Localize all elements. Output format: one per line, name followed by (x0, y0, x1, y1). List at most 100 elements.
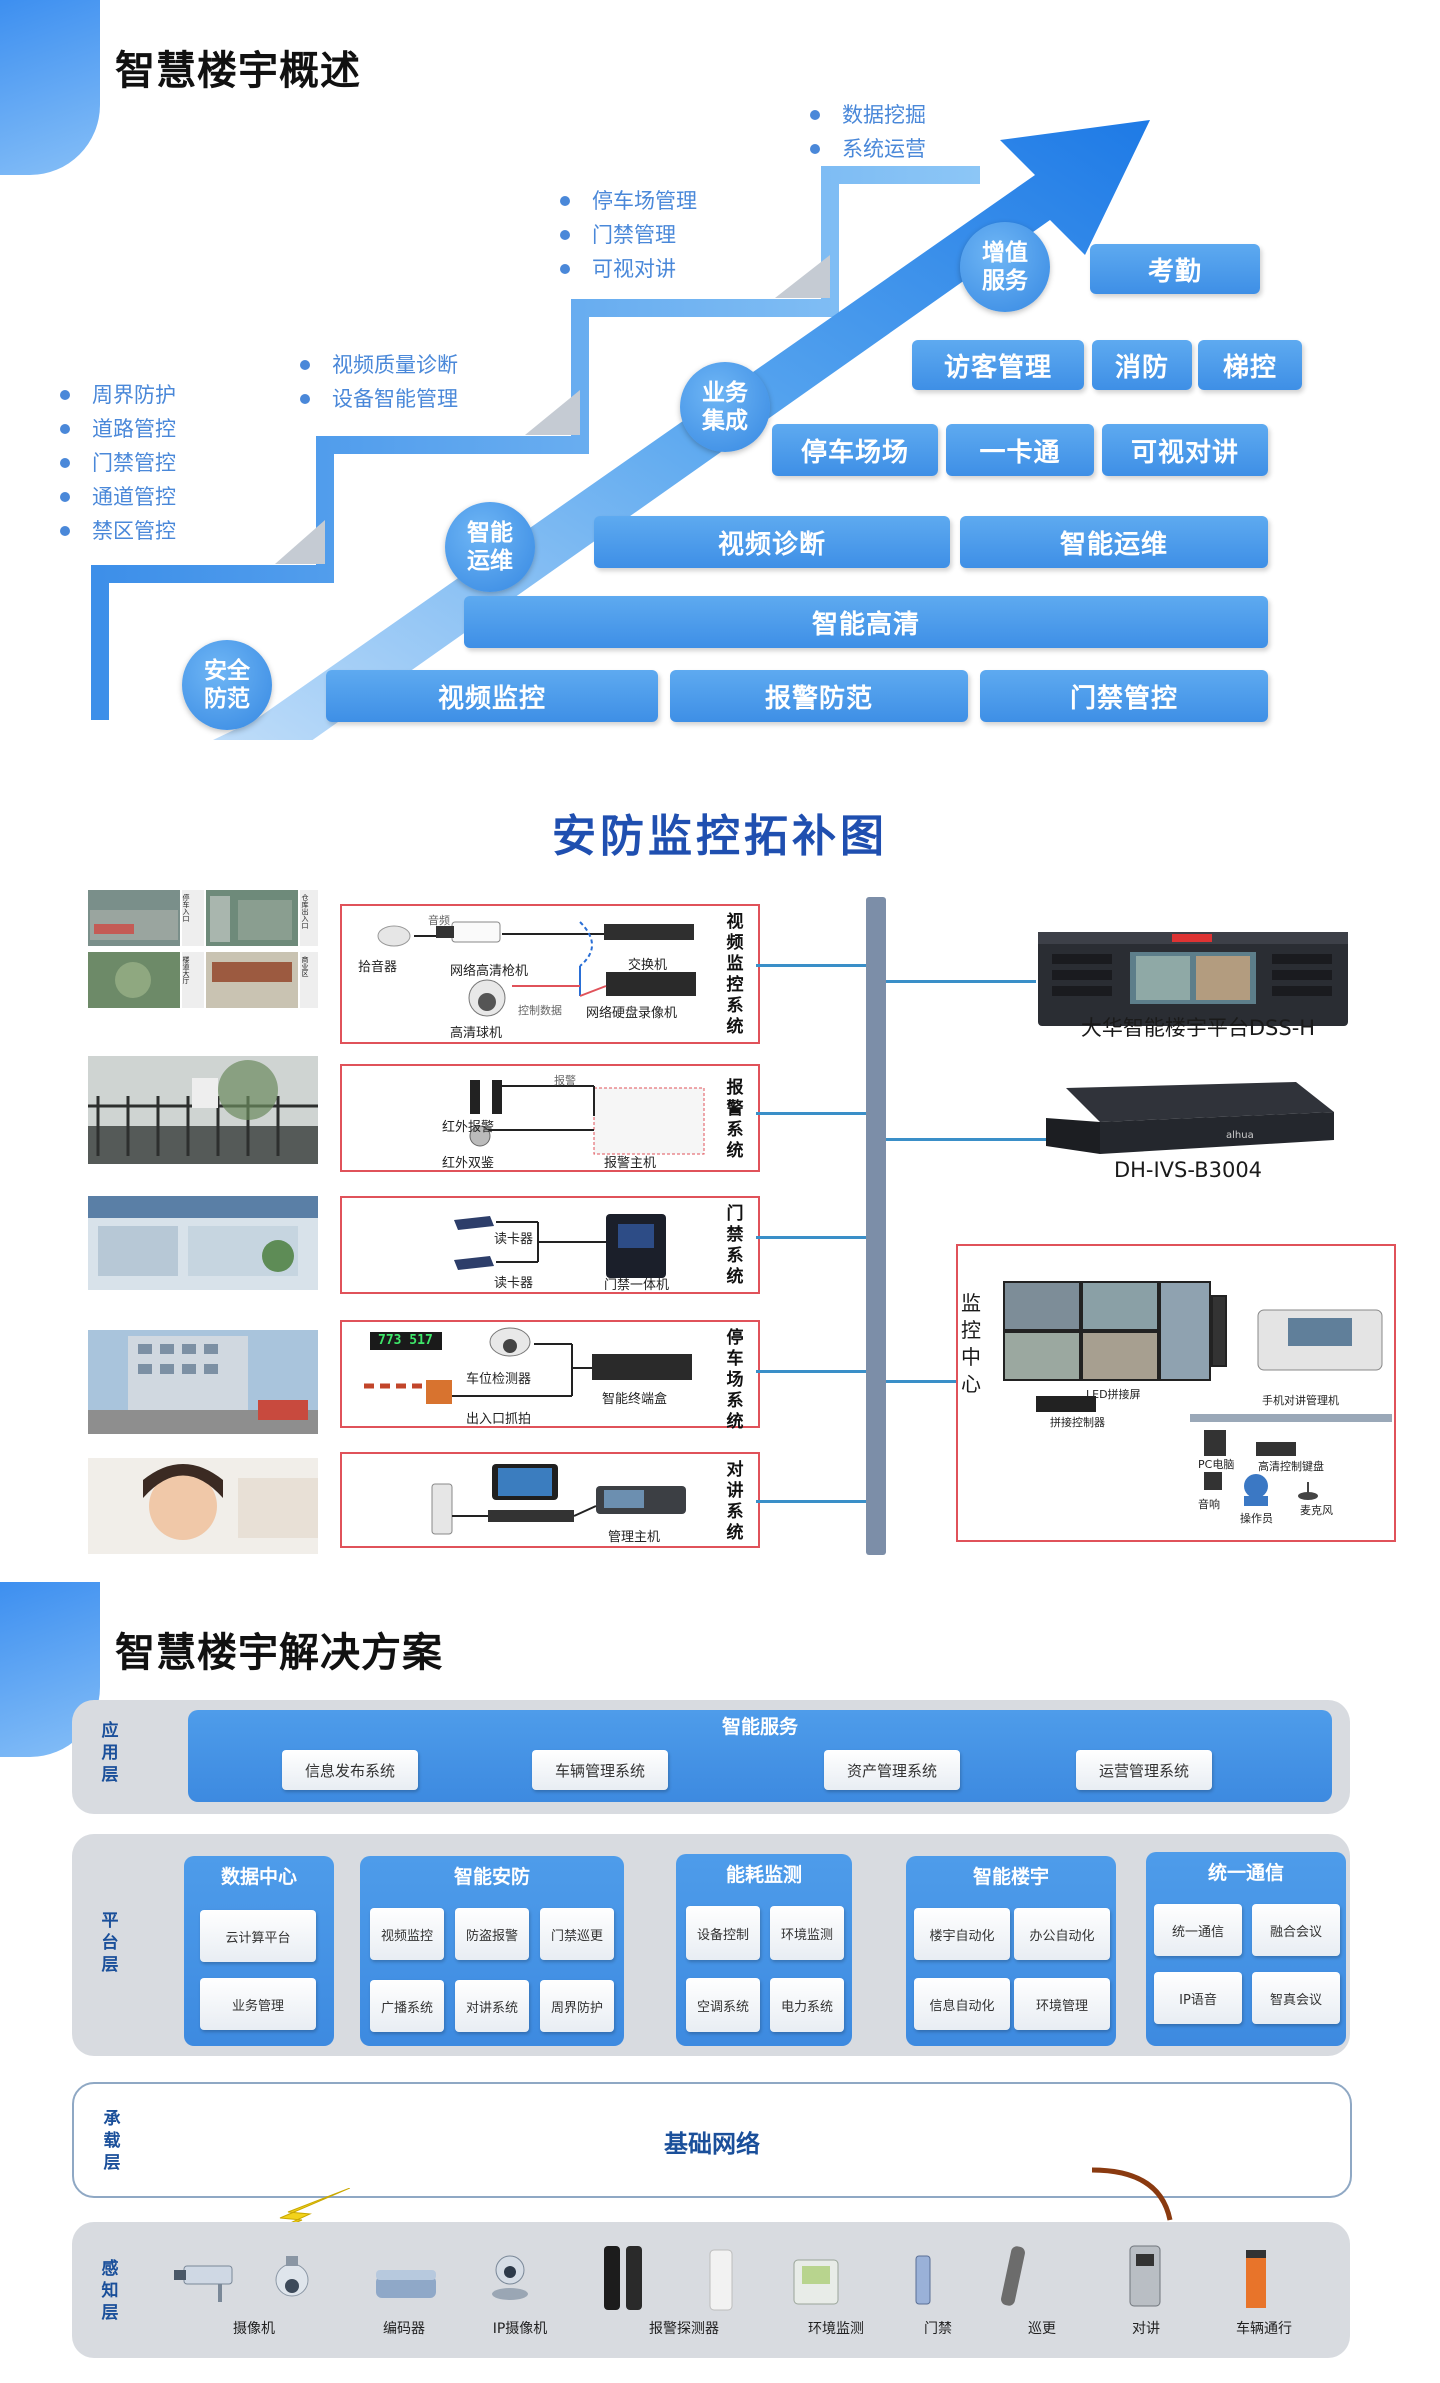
platform-chip: 统一通信 (1154, 1904, 1242, 1956)
platform-chip: 设备控制 (686, 1906, 760, 1960)
app-item-chip: 运营管理系统 (1076, 1750, 1212, 1790)
bar-video-surveillance: 视频监控 (326, 670, 658, 722)
layer-label: 感知层 (101, 2259, 119, 2323)
device-label: 报警主机 (604, 1156, 657, 1171)
layer-label: 承载层 (103, 2109, 121, 2173)
connector (756, 1112, 866, 1115)
device-label: 管理主机 (608, 1530, 661, 1545)
platform-chip: 门禁巡更 (540, 1908, 614, 1960)
bullet-item: 视频质量诊断 (300, 348, 458, 382)
device-label: 车位检测器 (466, 1372, 532, 1387)
control-device-label: 手机对讲管理机 (1262, 1394, 1339, 1407)
platform-group-smart-building: 智能楼宇 楼宇自动化 办公自动化 信息自动化 环境管理 (906, 1856, 1116, 2046)
connector (756, 1236, 866, 1239)
platform-layer: 平台层 数据中心 云计算平台 业务管理 智能安防 视频监控 防盗报警 门禁巡更 … (72, 1834, 1350, 2056)
device-label: 出入口抓拍 (466, 1412, 532, 1427)
parking-system-box: 停车场系统 773 517 车位检测器 智能终端盒 出入口抓拍 (340, 1320, 760, 1432)
bullet-item: 可视对讲 (560, 252, 697, 286)
monitoring-center-label: 监控中心 (961, 1291, 981, 1396)
environment-monitor-icon (793, 2259, 839, 2305)
control-device-label: 操作员 (1240, 1512, 1273, 1525)
group-title: 智能安防 (453, 1866, 530, 1888)
platform-chip: IP语音 (1154, 1972, 1242, 2024)
platform-chip: 周界防护 (540, 1980, 614, 2032)
device-label: 控制数据 (518, 1004, 562, 1017)
platform-chip: 信息自动化 (914, 1978, 1010, 2030)
stage-circle-security: 安全防范 (182, 640, 272, 730)
platform-chip: 融合会议 (1252, 1904, 1340, 1956)
photo-tag: 楼道大厅 (182, 956, 190, 984)
alarm-detector-icon (604, 2246, 733, 2311)
bar-video-diagnosis: 视频诊断 (594, 516, 950, 568)
control-device-label: LED拼接屏 (1086, 1388, 1141, 1401)
bullet-item: 门禁管控 (60, 446, 176, 480)
bullets-maintenance: 视频质量诊断 设备智能管理 (300, 348, 458, 416)
encoder-icon (376, 2270, 436, 2298)
parking-devices-graphic (364, 1327, 692, 1404)
control-device-label: 音响 (1198, 1498, 1220, 1511)
platform-chip: 楼宇自动化 (914, 1908, 1010, 1960)
platform-group-data-center: 数据中心 云计算平台 业务管理 (184, 1856, 334, 2046)
alarm-system-box: 报警系统 报警 红外报警 红外双鉴 报警主机 (340, 1064, 760, 1172)
device-label: 网络高清枪机 (450, 964, 529, 979)
connector (886, 1138, 1046, 1141)
connector (886, 1380, 956, 1383)
platform-chip: 对讲系统 (455, 1980, 529, 2032)
platform-chip: 业务管理 (200, 1978, 316, 2030)
sensing-devices-graphic (174, 2245, 1266, 2311)
platform-chip: 广播系统 (370, 1980, 444, 2032)
device-label: 红外双鉴 (442, 1156, 495, 1171)
panel-title: 智能服务 (721, 1716, 798, 1738)
layer-label: 平台层 (101, 1911, 119, 1975)
intercom-panel-icon (1129, 2245, 1161, 2307)
bullets-integration: 停车场管理 门禁管理 可视对讲 (560, 184, 697, 286)
lightning-bolt-icon (240, 2188, 350, 2247)
patrol-stick-icon (1001, 2246, 1025, 2306)
device-label: 红外报警 (442, 1120, 495, 1135)
bar-parking: 停车场场 (772, 424, 938, 476)
device-label: 读卡器 (494, 1276, 534, 1291)
system-label: 对讲系统 (726, 1460, 744, 1543)
photo-tag: 仓库出入口 (301, 894, 309, 929)
barrier-gate-icon (1246, 2250, 1266, 2308)
platform-chip: 防盗报警 (455, 1908, 529, 1960)
bar-video-intercom: 可视对讲 (1102, 424, 1268, 476)
video-devices-graphic (377, 921, 696, 1017)
bar-fire: 消防 (1092, 340, 1192, 390)
access-reader-icon (915, 2255, 931, 2305)
connector (756, 1370, 866, 1373)
bullet-item: 系统运营 (810, 132, 926, 166)
bullet-item: 数据挖掘 (810, 98, 926, 132)
platform-1-label: 大华智能楼宇平台DSS-H (1080, 1016, 1316, 1040)
control-device-label: 拼接控制器 (1050, 1416, 1105, 1429)
system-label: 停车场系统 (726, 1328, 744, 1432)
group-title: 数据中心 (220, 1866, 297, 1888)
bar-attendance: 考勤 (1090, 244, 1260, 294)
sensor-label: IP摄像机 (492, 2321, 548, 2337)
connector (886, 980, 1036, 983)
connector (756, 964, 866, 967)
sensor-label: 门禁 (924, 2321, 952, 2337)
growth-staircase-graphic (91, 120, 1150, 740)
basic-network-label: 基础网络 (664, 2130, 760, 2158)
dss-h-server-image (1038, 932, 1348, 1026)
alarm-devices-graphic (469, 1080, 705, 1155)
connection-curve (1091, 2167, 1173, 2221)
access-devices-graphic (454, 1214, 666, 1278)
platform-chip: 云计算平台 (200, 1910, 316, 1962)
sensor-label: 巡更 (1028, 2321, 1056, 2337)
growth-arrow (213, 120, 1150, 740)
network-bus (866, 897, 886, 1555)
layer-label: 应用层 (101, 1721, 119, 1785)
device-label: 读卡器 (494, 1232, 534, 1247)
system-label: 视频监控系统 (726, 912, 744, 1037)
platform-chip: 智真会议 (1252, 1972, 1340, 2024)
bullet-item: 道路管控 (60, 412, 176, 446)
platform-group-smart-security: 智能安防 视频监控 防盗报警 门禁巡更 广播系统 对讲系统 周界防护 (360, 1856, 624, 2046)
device-label: 拾音器 (358, 960, 398, 975)
bar-one-card: 一卡通 (946, 424, 1094, 476)
sensor-label: 报警探测器 (649, 2321, 719, 2337)
system-label: 报警系统 (726, 1078, 744, 1161)
bar-access-control: 门禁管控 (980, 670, 1268, 722)
bullets-security: 周界防护 道路管控 门禁管控 通道管控 禁区管控 (60, 378, 176, 548)
